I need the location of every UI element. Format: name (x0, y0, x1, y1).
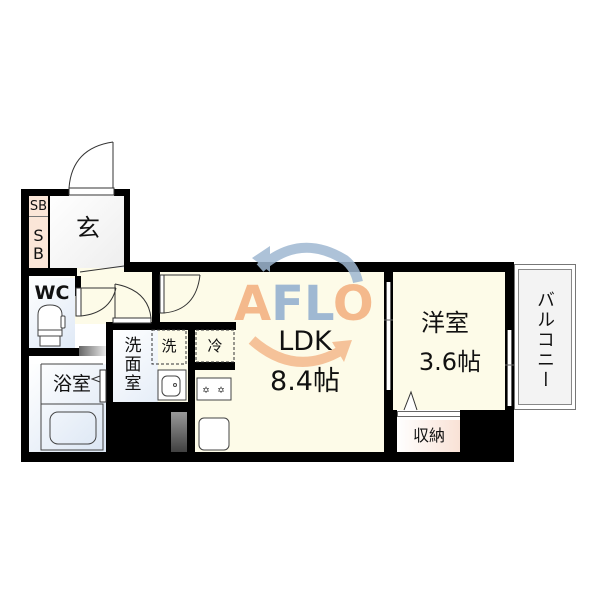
entrance-floor (48, 196, 124, 268)
storage-label: 収納 (412, 426, 445, 445)
watermark-text: AFLO (234, 276, 374, 332)
wall (393, 410, 397, 454)
closet-door-icon[interactable] (403, 390, 418, 411)
shoebox-tall-label-1: S (33, 226, 44, 245)
bathroom-floor (29, 364, 108, 452)
wash-basin-icon (157, 369, 187, 401)
balcony-window[interactable] (507, 330, 512, 406)
toilet-door-icon[interactable] (75, 287, 117, 317)
sliding-door[interactable] (386, 282, 391, 390)
ldk-door-icon[interactable] (159, 274, 201, 314)
washer-space-label: 洗 (161, 337, 177, 355)
bathroom-door-icon[interactable] (90, 369, 107, 403)
wall (106, 322, 236, 330)
entrance-label: 玄 (76, 214, 100, 242)
front-door-icon[interactable] (68, 141, 115, 196)
wall (124, 262, 514, 272)
wall (21, 452, 514, 462)
shoebox-floor (29, 196, 48, 268)
toilet-icon (37, 304, 66, 347)
shoebox-small-label: SB (29, 199, 48, 214)
wall (21, 348, 79, 356)
wall (188, 322, 195, 460)
wall (106, 322, 113, 460)
wall (460, 410, 505, 454)
western-room-size: 3.6帖 (418, 348, 482, 376)
ldk-size: 8.4帖 (270, 366, 340, 397)
washroom-door-icon[interactable] (112, 283, 152, 324)
washroom-label-3: 室 (124, 374, 142, 394)
toilet-label: WC (34, 282, 70, 304)
wall (152, 262, 160, 330)
shoebox-divider (29, 216, 48, 217)
wall (21, 189, 29, 462)
ldk-label: LDK (278, 326, 332, 357)
wall (124, 189, 130, 268)
storage-floor (396, 420, 460, 452)
pipe-shaft (171, 412, 187, 458)
aflo-watermark (248, 242, 363, 367)
pipe-shaft (79, 346, 107, 356)
shoebox-tall-label-2: B (33, 244, 44, 263)
wall (114, 189, 130, 196)
svg-text:✡: ✡ (217, 386, 225, 396)
wall (21, 268, 77, 276)
washroom-label-1: 洗 (124, 336, 142, 356)
washer-space (151, 329, 187, 365)
western-room-label: 洋室 (421, 309, 469, 337)
entrance-step (79, 265, 125, 273)
wall (21, 189, 69, 196)
balcony-floor (514, 264, 576, 410)
wall (75, 276, 81, 296)
balcony-label: バルコニー (534, 290, 555, 390)
stove-icon: ✡ ✡ (196, 377, 232, 401)
wall (195, 362, 235, 370)
svg-text:✡: ✡ (202, 386, 210, 396)
hall-floor (70, 268, 158, 324)
bathtub-icon (40, 403, 104, 451)
fridge-space-label: 冷 (207, 337, 223, 355)
kitchen-sink-icon (198, 417, 230, 451)
wall (48, 196, 50, 268)
bathroom-label: 浴室 (52, 373, 91, 395)
western-room-floor (393, 272, 505, 410)
washroom-label-2: 面 (124, 355, 142, 375)
